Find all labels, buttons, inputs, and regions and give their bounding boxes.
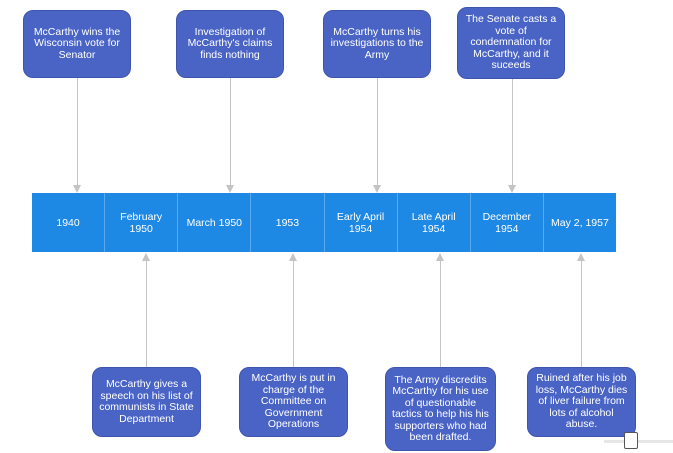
arrow-up-icon xyxy=(289,253,297,261)
event-box-below: Ruined after his job loss, McCarthy dies… xyxy=(527,367,636,437)
arrow-up-icon xyxy=(142,253,150,261)
connector-line xyxy=(146,261,147,367)
event-box-below: The Army discredits McCarthy for his use… xyxy=(385,367,496,451)
arrow-up-icon xyxy=(436,253,444,261)
connector-line xyxy=(512,78,513,185)
event-box-above: Investigation of McCarthy's claims finds… xyxy=(176,10,284,78)
horizontal-scrollbar[interactable] xyxy=(604,440,673,443)
event-box-above: The Senate casts a vote of condemnation … xyxy=(457,7,565,79)
event-box-below: McCarthy gives a speech on his list of c… xyxy=(92,367,201,437)
timeline-period: 1940 xyxy=(32,193,106,252)
connector-line xyxy=(581,261,582,367)
arrow-down-icon xyxy=(508,185,516,193)
timeline-period: December 1954 xyxy=(471,193,544,252)
connector-line xyxy=(377,78,378,185)
connector-line xyxy=(440,261,441,367)
connector-line xyxy=(77,78,78,185)
connector-line xyxy=(230,78,231,185)
timeline-period: February 1950 xyxy=(105,193,179,252)
event-box-above: McCarthy wins the Wisconsin vote for Sen… xyxy=(23,10,131,78)
timeline-period: Late April 1954 xyxy=(398,193,471,252)
arrow-up-icon xyxy=(577,253,585,261)
timeline-period: March 1950 xyxy=(178,193,252,252)
timeline-period: May 2, 1957 xyxy=(551,216,609,229)
timeline-bar: 1940 February 1950 March 1950 1953 Early… xyxy=(32,193,616,252)
event-box-below: McCarthy is put in charge of the Committ… xyxy=(239,367,348,437)
timeline-period: 1953 xyxy=(251,193,325,252)
connector-line xyxy=(293,261,294,367)
arrow-down-icon xyxy=(226,185,234,193)
scrollbar-thumb[interactable] xyxy=(624,432,638,449)
event-box-above: McCarthy turns his investigations to the… xyxy=(323,10,431,78)
timeline-period: Early April 1954 xyxy=(325,193,398,252)
arrow-down-icon xyxy=(373,185,381,193)
arrow-down-icon xyxy=(73,185,81,193)
